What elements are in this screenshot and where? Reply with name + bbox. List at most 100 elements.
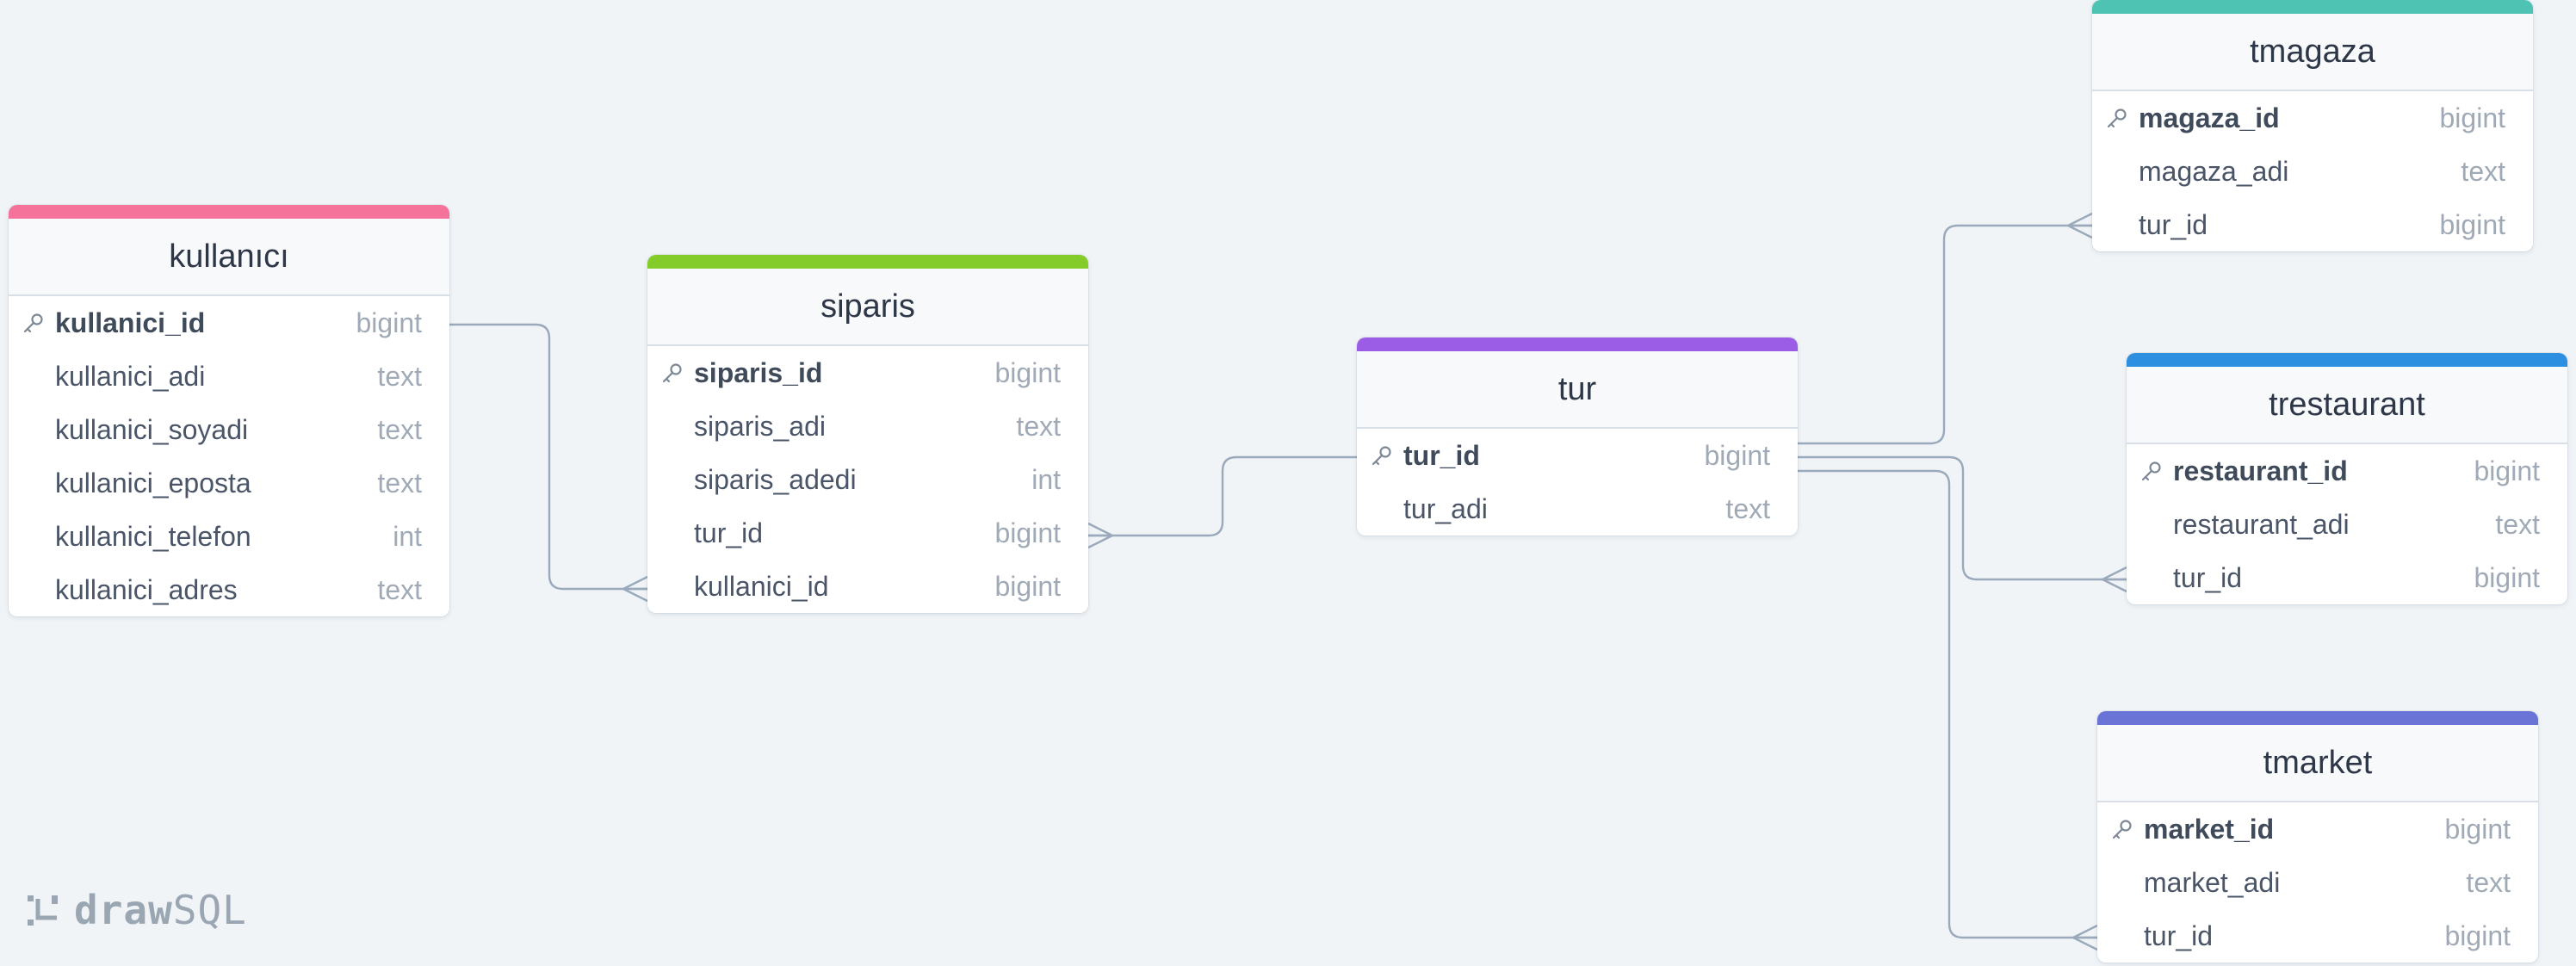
column-type: text: [2495, 508, 2540, 540]
relation-line-kullanici-siparis[interactable]: [449, 323, 647, 591]
drawsql-logo[interactable]: draw SQL: [26, 887, 247, 933]
drawsql-logo-icon: [28, 895, 58, 926]
table-accent-bar: [647, 255, 1088, 269]
key-spacer: [2106, 208, 2139, 241]
key-spacer: [661, 463, 694, 496]
column-name: tur_adi: [1403, 492, 1488, 524]
column-name: restaurant_adi: [2173, 508, 2350, 540]
crows-foot-icon: [2072, 924, 2098, 951]
key-spacer: [2140, 561, 2173, 594]
column-type: bigint: [994, 356, 1062, 388]
crows-foot-icon: [1087, 522, 1113, 549]
table-accent-bar: [2097, 711, 2538, 725]
column-row-kullanici-soyadi[interactable]: kullanici_soyadi text: [9, 403, 449, 456]
column-row-restaurant-id[interactable]: restaurant_id bigint: [2127, 444, 2567, 498]
table-accent-bar: [2127, 353, 2567, 367]
crows-foot-icon: [2102, 566, 2127, 593]
column-type: text: [377, 413, 422, 445]
column-row-magaza-id[interactable]: magaza_id bigint: [2092, 91, 2533, 145]
key-spacer: [661, 410, 694, 443]
column-row-siparis-id[interactable]: siparis_id bigint: [647, 346, 1088, 399]
column-name: market_id: [2144, 813, 2275, 845]
column-name: kullanici_eposta: [55, 467, 251, 498]
table-accent-bar: [9, 205, 449, 219]
column-name: restaurant_id: [2173, 455, 2348, 486]
key-spacer: [22, 573, 55, 606]
column-row-tur-id[interactable]: tur_id bigint: [2092, 198, 2533, 251]
key-spacer: [661, 517, 694, 549]
column-row-market-id[interactable]: market_id bigint: [2097, 802, 2538, 856]
column-row-restaurant-adi[interactable]: restaurant_adi text: [2127, 498, 2567, 551]
key-spacer: [22, 360, 55, 393]
column-type: int: [1031, 463, 1061, 495]
column-row-tur-adi[interactable]: tur_adi text: [1357, 482, 1798, 536]
relation-line-tur-tmagaza[interactable]: [1798, 224, 2092, 445]
key-spacer: [1371, 492, 1403, 525]
column-type: text: [1016, 410, 1061, 442]
table-title[interactable]: tur: [1357, 351, 1798, 429]
relation-line-tur-siparis[interactable]: [1088, 455, 1357, 537]
column-name: tur_id: [1403, 439, 1480, 471]
column-row-siparis-adi[interactable]: siparis_adi text: [647, 399, 1088, 453]
column-row-magaza-adi[interactable]: magaza_adi text: [2092, 145, 2533, 198]
column-type: bigint: [2444, 813, 2511, 845]
column-type: bigint: [2439, 102, 2506, 133]
column-name: siparis_id: [694, 356, 823, 388]
key-spacer: [22, 413, 55, 446]
logo-text-sql: SQL: [172, 887, 247, 933]
column-row-tur-id[interactable]: tur_id bigint: [1357, 429, 1798, 482]
column-name: magaza_id: [2139, 102, 2280, 133]
column-type: bigint: [994, 517, 1062, 548]
column-row-kullanici-eposta[interactable]: kullanici_eposta text: [9, 456, 449, 510]
column-name: siparis_adedi: [694, 463, 857, 495]
relation-line-tur-tmarket[interactable]: [1798, 469, 2097, 939]
table-title[interactable]: trestaurant: [2127, 367, 2567, 444]
column-type: bigint: [2474, 561, 2541, 593]
column-name: siparis_adi: [694, 410, 826, 442]
key-spacer: [2111, 866, 2144, 899]
column-name: tur_id: [2139, 208, 2208, 240]
column-name: kullanici_soyadi: [55, 413, 249, 445]
column-type: bigint: [2474, 455, 2541, 486]
table-title[interactable]: tmarket: [2097, 725, 2538, 802]
column-name: magaza_adi: [2139, 155, 2289, 187]
column-type: bigint: [1704, 439, 1771, 471]
column-type: text: [377, 573, 422, 605]
key-icon: [22, 307, 55, 339]
column-type: text: [2466, 866, 2511, 898]
key-icon: [1371, 439, 1403, 472]
key-spacer: [2106, 155, 2139, 188]
column-row-kullanici-telefon[interactable]: kullanici_telefon int: [9, 510, 449, 563]
column-type: text: [1725, 492, 1770, 524]
column-type: int: [393, 520, 422, 552]
table-tur[interactable]: tur tur_id bigint tur_adi text: [1357, 337, 1798, 536]
logo-text-draw: draw: [74, 887, 173, 933]
column-name: kullanici_telefon: [55, 520, 251, 552]
table-title[interactable]: siparis: [647, 269, 1088, 346]
column-row-kullanici-adres[interactable]: kullanici_adres text: [9, 563, 449, 616]
column-type: bigint: [994, 570, 1062, 602]
column-type: text: [377, 467, 422, 498]
column-type: text: [2461, 155, 2505, 187]
column-type: bigint: [2439, 208, 2506, 240]
table-title[interactable]: tmagaza: [2092, 14, 2533, 91]
column-row-siparis-adedi[interactable]: siparis_adedi int: [647, 453, 1088, 506]
table-title[interactable]: kullanıcı: [9, 219, 449, 296]
relation-line-tur-trestaurant[interactable]: [1798, 455, 2127, 581]
column-name: tur_id: [2144, 920, 2214, 951]
column-name: kullanici_id: [55, 307, 206, 338]
column-name: kullanici_adres: [55, 573, 238, 605]
